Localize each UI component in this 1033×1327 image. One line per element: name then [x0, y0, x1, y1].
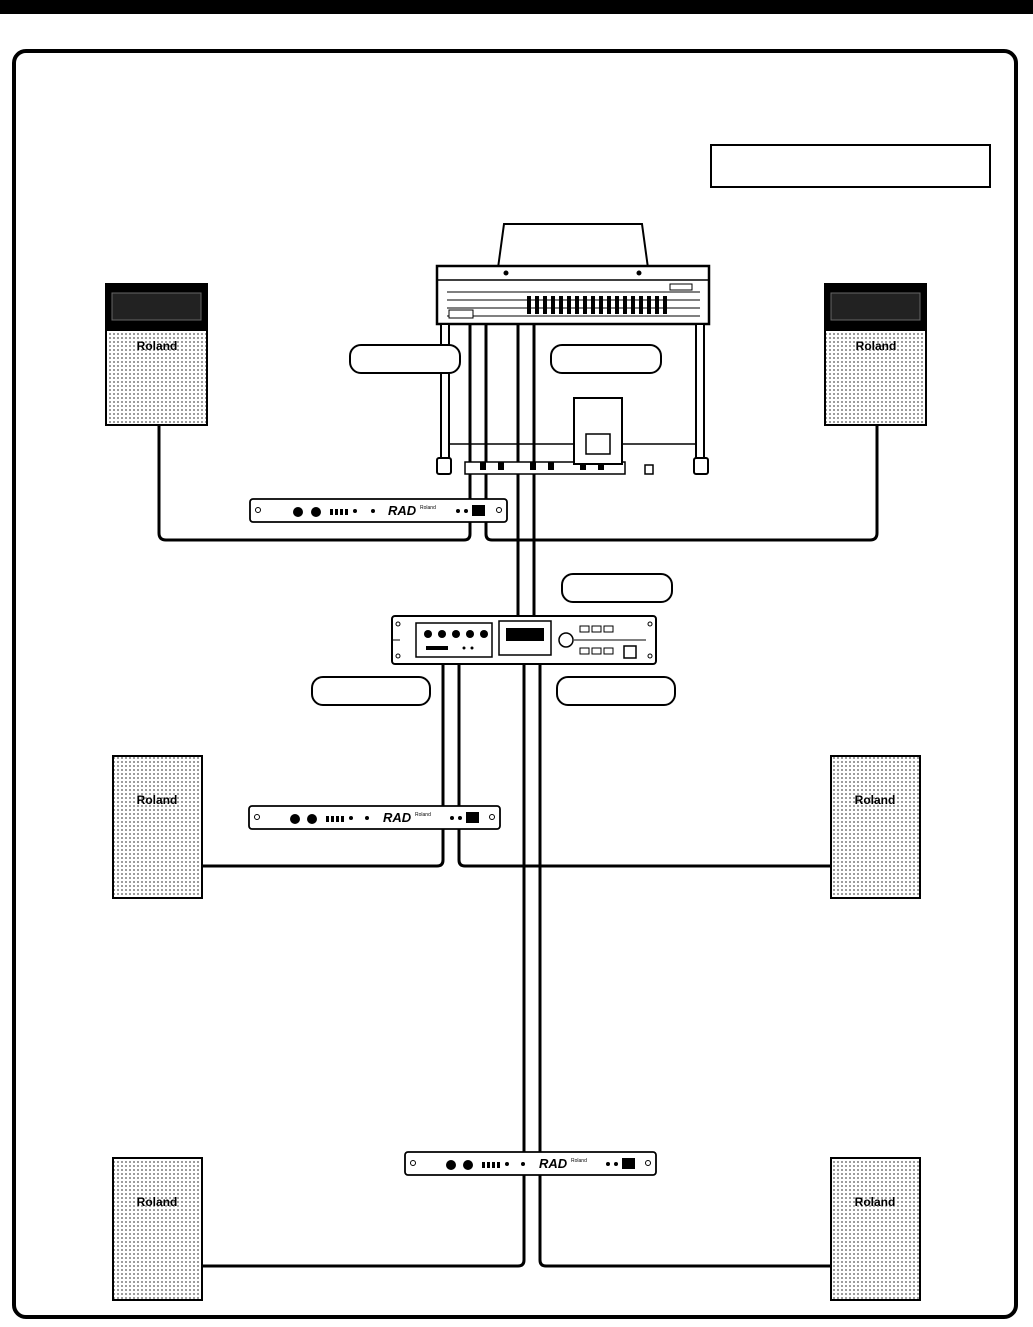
amp-logo: RAD: [388, 503, 417, 518]
speaker-brand-label: Roland: [137, 1195, 178, 1209]
cables: [157, 322, 879, 1268]
rad-amplifier-middle: RAD Roland: [248, 805, 501, 830]
cable-organ-right: [484, 322, 879, 542]
label-processor-left-out: [311, 676, 431, 706]
amp-logo: RAD: [383, 810, 412, 825]
processor-unit: [391, 615, 657, 665]
speaker-mid-right: Roland: [830, 755, 921, 899]
cable-processor-rear-left: [202, 664, 526, 1268]
title-box: [710, 144, 991, 188]
speaker-bottom-left: Roland: [112, 1157, 203, 1301]
amp-logo: RAD: [539, 1156, 568, 1171]
stop-tabs: [527, 296, 667, 314]
speaker-brand-label: Roland: [137, 339, 178, 353]
label-processor-right-out: [556, 676, 676, 706]
rad-amplifier-top: RAD Roland: [249, 498, 508, 523]
speaker-bottom-right: Roland: [830, 1157, 921, 1301]
speaker-top-right: Roland: [824, 283, 927, 426]
speaker-brand-label: Roland: [855, 1195, 896, 1209]
amp-brand: Roland: [571, 1158, 587, 1164]
speaker-brand-label: Roland: [856, 339, 897, 353]
label-organ-right-out: [550, 344, 662, 374]
top-rule: [0, 0, 1033, 14]
cable-processor-rear-right: [538, 664, 832, 1268]
cable-organ-left: [157, 322, 472, 542]
amp-brand: Roland: [415, 812, 431, 818]
cable-processor-right: [457, 664, 832, 868]
speaker-brand-label: Roland: [855, 793, 896, 807]
rad-amplifier-bottom: RAD Roland: [404, 1151, 657, 1176]
cable-processor-left: [202, 664, 445, 868]
speaker-mid-left: Roland: [112, 755, 203, 899]
label-organ-left-out: [349, 344, 461, 374]
diagram-frame: [12, 49, 1018, 1319]
music-rest: [496, 223, 650, 269]
label-processor-in: [561, 573, 673, 603]
organ: [435, 223, 711, 475]
speaker-top-left: Roland: [105, 283, 208, 426]
speaker-brand-label: Roland: [137, 793, 178, 807]
amp-brand: Roland: [420, 505, 436, 511]
